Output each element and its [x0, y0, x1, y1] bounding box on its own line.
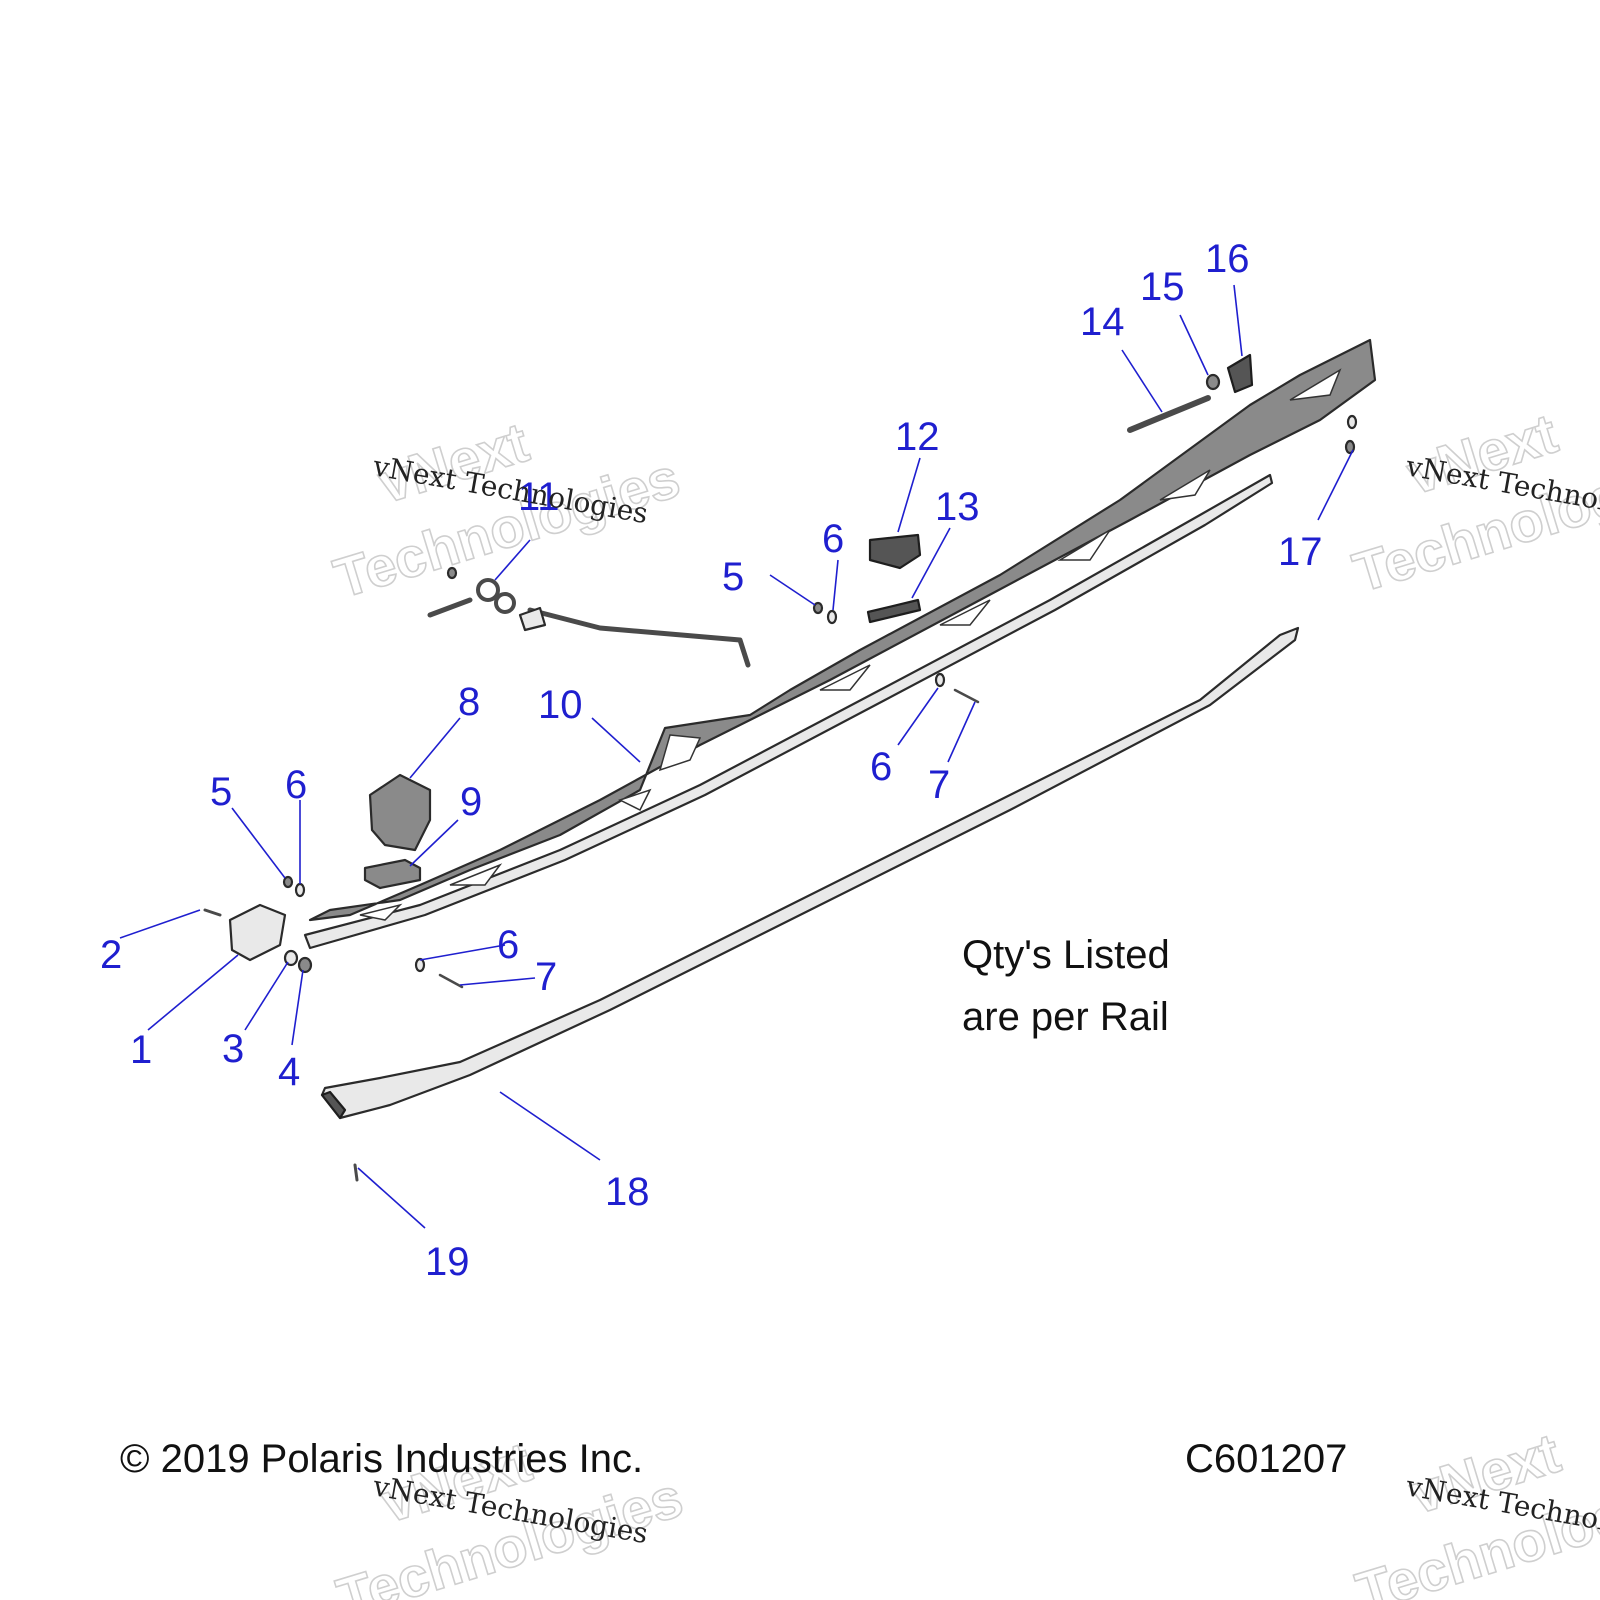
truss-hole [939, 599, 991, 626]
rail-upper-frame [308, 338, 1377, 922]
leader-line [911, 527, 951, 599]
part-5-fastener [282, 875, 294, 889]
truss-hole [449, 863, 503, 886]
callout-8: 8 [458, 680, 480, 724]
part-8-bumper [368, 773, 432, 852]
leader-line [1233, 284, 1243, 357]
truss-hole [1289, 368, 1342, 401]
part-19-screw [353, 1163, 359, 1182]
part-11-washer [494, 592, 516, 614]
leader-line [291, 969, 304, 1046]
truss-hole [819, 664, 871, 691]
part-7-bolt [438, 973, 464, 989]
leader-line [119, 909, 201, 939]
truss-hole [1159, 469, 1211, 501]
callout-17: 17 [1278, 530, 1323, 574]
part-3-washer [283, 949, 299, 967]
leader-lines [119, 284, 1354, 1229]
callout-6-repeat: 6 [870, 745, 892, 789]
callout-5: 5 [210, 770, 232, 814]
leader-line [1317, 449, 1354, 521]
callout-4: 4 [278, 1050, 300, 1094]
rail-assembly [303, 338, 1377, 950]
callout-7: 7 [535, 955, 557, 999]
part-17-fastener [1346, 414, 1358, 430]
callout-1: 1 [130, 1028, 152, 1072]
callout-12: 12 [895, 415, 940, 459]
leader-line [897, 687, 939, 746]
part-12-bracket [868, 533, 922, 570]
part-6-washer [934, 672, 946, 688]
copyright-text: © 2019 Polaris Industries Inc. [120, 1437, 643, 1481]
part-11-rod [427, 597, 751, 668]
callout-6-repeat: 6 [497, 923, 519, 967]
callout-11: 11 [518, 475, 560, 519]
callouts: 1 2 3 4 5 6 7 8 9 10 11 12 13 14 15 16 1… [100, 237, 1323, 1284]
callout-6-repeat: 6 [822, 517, 844, 561]
part-1-cap [228, 903, 287, 962]
rail-lower-track [303, 473, 1274, 950]
leader-line [897, 457, 921, 533]
callout-3: 3 [222, 1027, 244, 1071]
slide-tip [320, 1090, 347, 1120]
callout-18: 18 [605, 1170, 650, 1214]
part-6-washer [826, 609, 838, 625]
leader-line [409, 819, 459, 867]
part-6-washer [294, 882, 306, 898]
part-2-screw [203, 908, 222, 917]
callout-13: 13 [935, 485, 980, 529]
part-11-spring [476, 578, 500, 602]
part-7-bolt [953, 688, 980, 704]
part-4-nut [297, 956, 313, 974]
part-16-bracket [1226, 353, 1254, 394]
callout-9: 9 [460, 780, 482, 824]
callout-10: 10 [538, 683, 583, 727]
leader-line [409, 717, 461, 779]
part-5-fastener [812, 601, 824, 615]
leader-line [357, 1167, 426, 1229]
part-9-plate [363, 858, 422, 890]
callout-5-repeat: 5 [722, 555, 744, 599]
quantity-note-line2: are per Rail [962, 995, 1169, 1039]
callout-19: 19 [425, 1240, 470, 1284]
quantity-note-line1: Qty's Listed [962, 933, 1170, 977]
part-6-washer [414, 957, 426, 973]
part-15-bushing [1205, 373, 1221, 391]
callout-7-repeat: 7 [928, 763, 950, 807]
callout-15: 15 [1140, 265, 1185, 309]
part-14-pin [1127, 395, 1211, 433]
leader-line [769, 574, 816, 606]
truss-hole [618, 788, 652, 812]
leader-line [231, 807, 286, 879]
leader-line [1179, 314, 1209, 376]
leader-line [459, 977, 536, 986]
callout-14: 14 [1080, 300, 1125, 344]
part-13-plate [866, 598, 922, 624]
leader-line [499, 1091, 601, 1161]
leader-line [419, 944, 506, 961]
callout-2: 2 [100, 933, 122, 977]
part-11-screw [446, 566, 458, 580]
truss-hole [658, 734, 702, 772]
leader-line [947, 701, 976, 763]
leader-line [244, 961, 289, 1031]
slide-18 [320, 626, 1300, 1120]
figure-code: C601207 [1185, 1437, 1347, 1481]
leader-line [1121, 349, 1163, 413]
leader-line [494, 539, 531, 581]
leader-line [591, 717, 641, 763]
truss-hole [1057, 529, 1111, 561]
truss-hole [359, 903, 403, 921]
leader-line [147, 954, 239, 1031]
callout-16: 16 [1205, 237, 1250, 281]
callout-6: 6 [285, 763, 307, 807]
leader-line [832, 559, 839, 611]
part-11-bushing [518, 606, 547, 632]
part-17-fastener [1344, 439, 1356, 455]
